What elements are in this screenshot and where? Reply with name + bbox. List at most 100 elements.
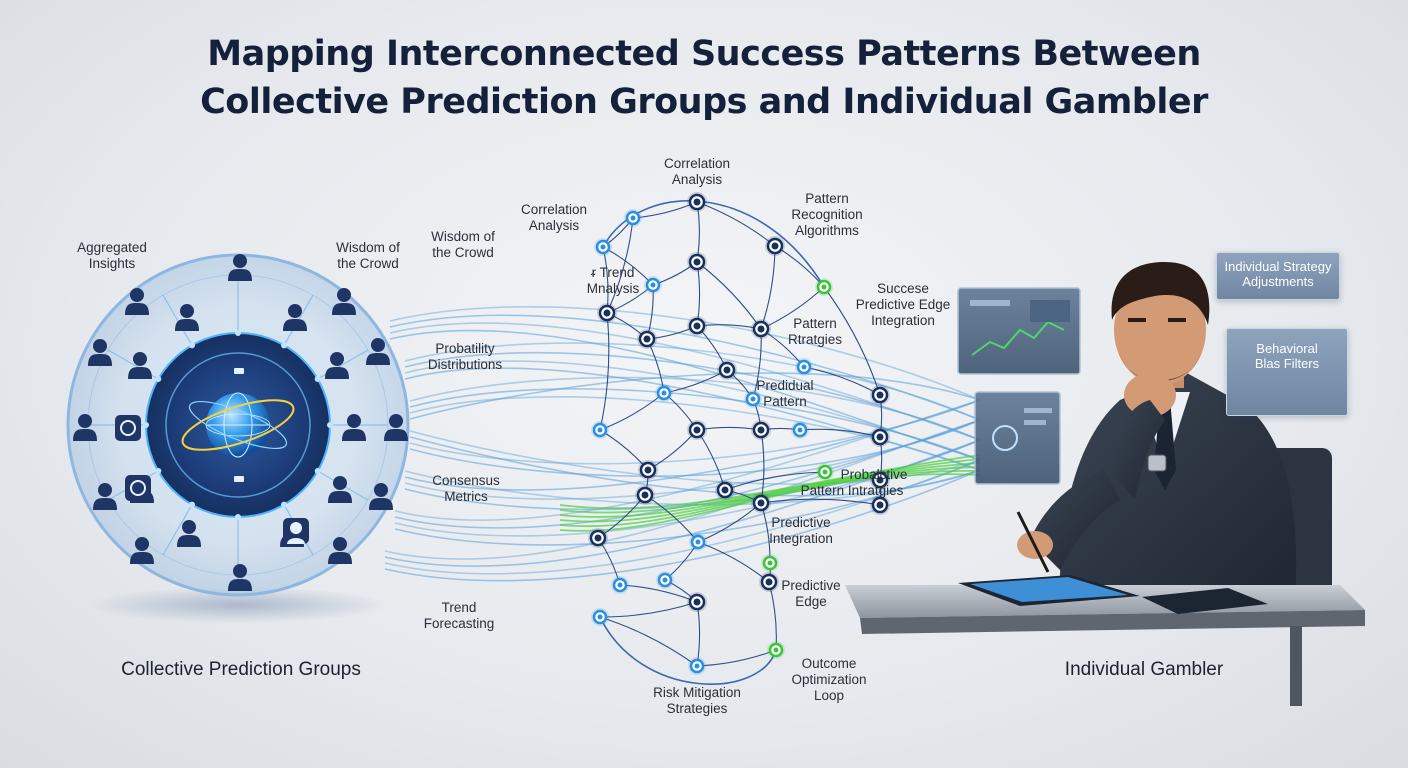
network-edge (768, 581, 777, 651)
flow-line (409, 388, 981, 461)
person-icon (130, 537, 154, 564)
network-node (870, 470, 890, 490)
network-node (751, 319, 771, 339)
title-line-1: Mapping Interconnected Success Patterns … (207, 34, 1201, 74)
sphere-dot (281, 501, 287, 508)
person-icon (328, 537, 352, 564)
person-icon (177, 520, 201, 547)
label-pattern-strategies: Pattern Rtratgies (787, 316, 843, 347)
network-edge (823, 286, 881, 396)
network-node (591, 421, 609, 439)
network-node (624, 209, 642, 227)
sphere-dot (189, 501, 195, 508)
network-node (815, 278, 833, 296)
network-node (744, 390, 762, 408)
network-node (688, 657, 706, 675)
network-node (687, 316, 707, 336)
label-wisdom-mid: Wisdom of the Crowd (431, 229, 495, 260)
network-node (655, 384, 673, 402)
network-edge (599, 601, 698, 618)
sphere-dot (155, 376, 162, 382)
label-correlation-top: Correlation Analysis (663, 156, 731, 187)
network-node (594, 238, 612, 256)
label-individual-gambler: Individual Gambler (1064, 659, 1224, 680)
flow-line (394, 399, 981, 522)
network-node (751, 493, 771, 513)
network-edge (696, 201, 776, 247)
sphere-dot (143, 422, 149, 428)
person-icon (332, 288, 356, 315)
sphere-dot (327, 422, 333, 428)
panel-strategy-adjustments: Individual Strategy Adjustments (1216, 252, 1340, 300)
person-icon (73, 414, 97, 441)
label-predictive-edge: Predictive Edge (781, 578, 841, 609)
network-node (635, 485, 655, 505)
person-icon (88, 339, 112, 366)
sphere-dot (235, 330, 241, 336)
person-icon (325, 352, 349, 379)
person-icon (175, 304, 199, 331)
person-icon (384, 414, 408, 441)
network-node (687, 192, 707, 212)
person-icon (128, 352, 152, 379)
label-wisdom-left: Wisdom of the Crowd (336, 240, 400, 271)
label-correlation-left: Correlation Analysis (520, 202, 588, 233)
gauge-icon (115, 415, 141, 441)
desk (845, 585, 1365, 706)
tablet-icon (958, 575, 1268, 614)
network-arc (599, 616, 777, 685)
network-edge (724, 471, 826, 491)
flow-line (409, 376, 981, 441)
sphere-dot (235, 514, 241, 520)
network-node (751, 420, 771, 440)
network-node (689, 533, 707, 551)
network-node (656, 571, 674, 589)
label-risk-mitigation: Risk Mitigation Strategies (653, 685, 741, 716)
sphere-spoke (162, 504, 193, 556)
man-gambler-figure (1016, 262, 1332, 600)
label-pattern-intratgies: Pattern Intratgies (800, 483, 904, 498)
flow-line-green (559, 466, 981, 523)
person-female-icon (283, 518, 309, 544)
network-edge (599, 312, 610, 431)
globe-icon (181, 368, 295, 482)
network-node (717, 360, 737, 380)
flow-line (384, 459, 981, 575)
network-node (644, 276, 662, 294)
label-predictive-integration: Predictive Integration (769, 515, 833, 546)
sphere-dot (314, 468, 321, 474)
person-icon (125, 288, 149, 315)
network-node (591, 608, 609, 626)
flow-line (409, 396, 981, 471)
network-node (795, 358, 813, 376)
label-probalctive: Probalctive (840, 467, 908, 482)
network-edge (606, 217, 634, 314)
network-node (870, 385, 890, 405)
person-icon (366, 338, 390, 365)
network-node (759, 572, 779, 592)
flow-line (384, 469, 981, 582)
network-node (870, 427, 890, 447)
network-node (687, 420, 707, 440)
label-predidual-pattern: Predidual Pattern (756, 378, 814, 409)
network-edge (697, 541, 770, 583)
label-success-predictive: Succese Predictive Edge Integration (855, 281, 951, 328)
network-node (715, 480, 735, 500)
flow-line (409, 372, 981, 420)
person-icon (283, 304, 307, 331)
label-pattern-recognition: Pattern Recognition Algorithms (791, 191, 863, 238)
person-icon (228, 564, 252, 591)
flow-line (404, 351, 981, 441)
network-edge (599, 616, 698, 667)
network-node (637, 329, 657, 349)
person-icon (328, 476, 352, 503)
network-edge (696, 261, 762, 330)
network-edge (760, 498, 881, 506)
network-node (870, 495, 890, 515)
flow-line (394, 419, 981, 529)
network-node (597, 303, 617, 323)
gauge-icon (125, 475, 151, 501)
label-probability: Probatility Distributions (427, 341, 503, 372)
network-node (761, 554, 779, 572)
